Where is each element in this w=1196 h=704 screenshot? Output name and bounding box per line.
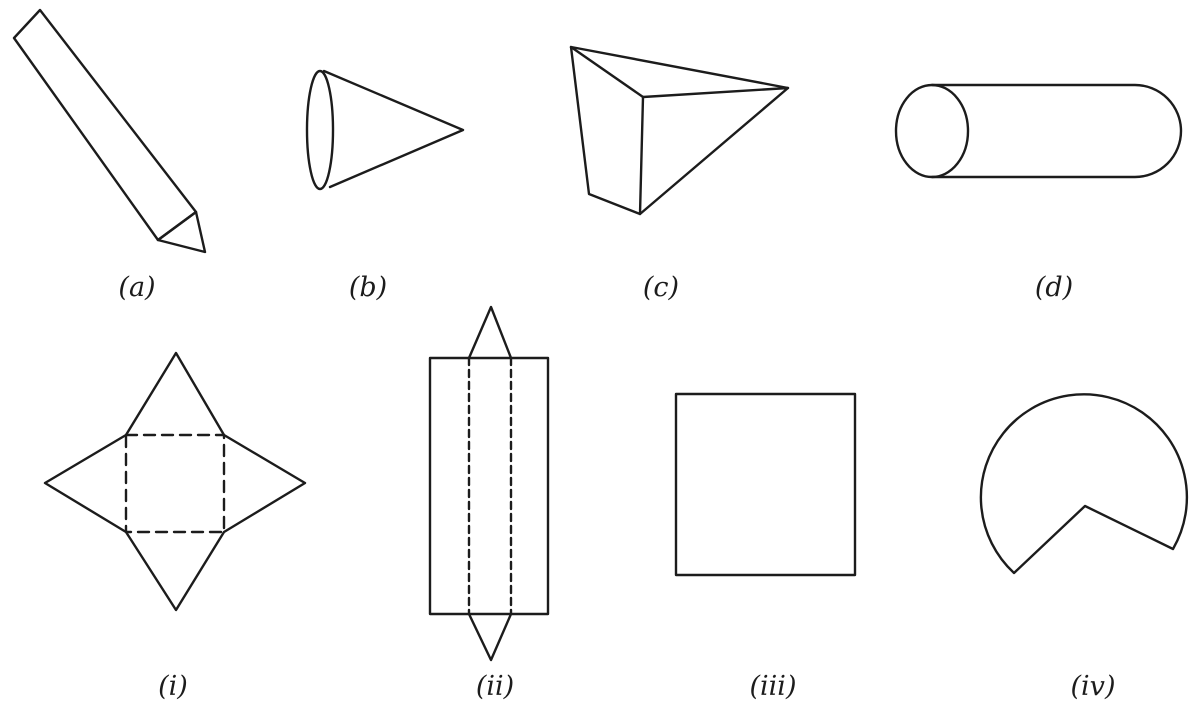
prism-solid (569, 45, 790, 216)
pencil-solid (12, 8, 207, 254)
pyramid-net (43, 351, 307, 612)
square-net (674, 392, 857, 577)
label-i: (i) (158, 671, 188, 702)
label-c: (c) (643, 272, 679, 303)
label-ii: (ii) (476, 671, 514, 702)
prism-net (428, 305, 550, 662)
label-iii: (iii) (750, 671, 797, 702)
label-a: (a) (118, 272, 155, 303)
cone-solid (305, 69, 465, 191)
label-d: (d) (1035, 272, 1073, 303)
sector-net (979, 393, 1189, 575)
label-iv: (iv) (1071, 671, 1116, 702)
cylinder-solid (894, 83, 1183, 179)
label-b: (b) (349, 272, 387, 303)
